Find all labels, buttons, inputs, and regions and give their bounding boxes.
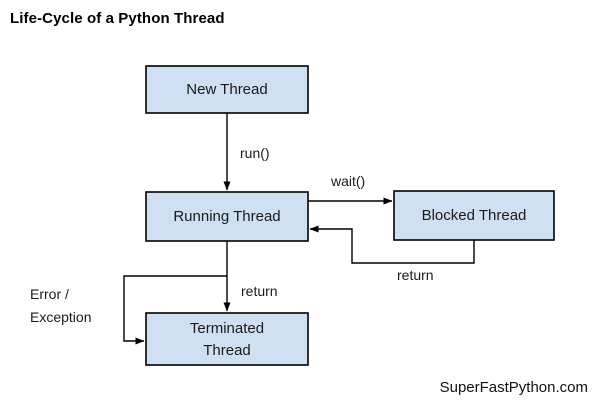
edge-error-exception-line <box>123 275 227 345</box>
node-terminated-thread-label-line1: Terminated <box>190 320 264 337</box>
edge-run: run() <box>223 113 270 191</box>
node-running-thread[interactable]: Running Thread <box>145 191 309 242</box>
page-title: Life-Cycle of a Python Thread <box>10 10 225 27</box>
node-blocked-thread-label: Blocked Thread <box>422 207 527 224</box>
node-blocked-thread[interactable]: Blocked Thread <box>393 190 555 241</box>
edge-run-label: run() <box>240 145 270 161</box>
edge-blocked-return: return <box>309 225 475 283</box>
edge-blocked-return-label: return <box>397 267 434 283</box>
edge-error-exception: Error / Exception <box>30 275 227 345</box>
node-terminated-thread[interactable]: Terminated Thread <box>145 312 309 366</box>
edge-running-return-label: return <box>241 283 278 299</box>
edge-error-exception-label-line1: Error / <box>30 286 69 302</box>
node-new-thread-label: New Thread <box>186 81 267 98</box>
node-running-thread-box[interactable] <box>145 191 309 242</box>
node-blocked-thread-box[interactable] <box>393 190 555 241</box>
edge-wait-label: wait() <box>330 173 365 189</box>
node-terminated-thread-box[interactable] <box>145 312 309 366</box>
edge-wait: wait() <box>308 173 393 205</box>
edge-running-return: return <box>223 241 278 312</box>
node-running-thread-label: Running Thread <box>173 208 280 225</box>
node-new-thread-box[interactable] <box>145 65 309 114</box>
node-terminated-thread-label-line2: Thread <box>203 342 251 359</box>
edge-blocked-return-line <box>309 225 475 264</box>
node-new-thread[interactable]: New Thread <box>145 65 309 114</box>
edge-error-exception-label-line2: Exception <box>30 309 91 325</box>
site-attribution: SuperFastPython.com <box>439 379 588 396</box>
